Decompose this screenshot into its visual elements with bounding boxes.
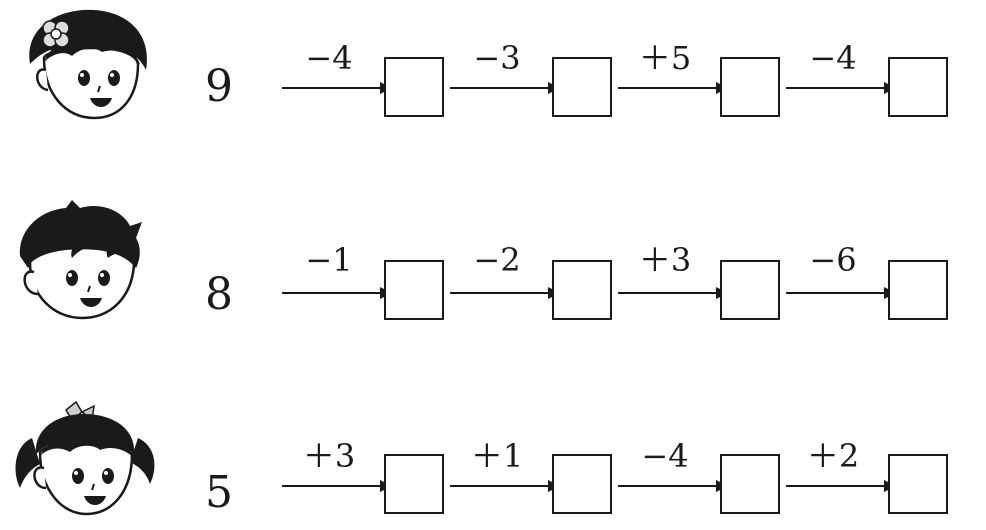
operation-label: −3 (473, 39, 521, 77)
chain-row-3: 5 ＋3 ＋1 −4 ＋2 (0, 396, 986, 526)
operation-label: ＋3 (638, 241, 692, 279)
answer-box[interactable] (720, 260, 780, 320)
operation-label: −1 (305, 241, 353, 279)
arrow-right-icon (282, 287, 392, 299)
operation-label: −4 (641, 437, 689, 475)
arrow-right-icon (618, 480, 728, 492)
arrow-right-icon (450, 82, 560, 94)
operation-label: −4 (305, 39, 353, 77)
operation-label: −2 (473, 241, 521, 279)
start-number: 8 (205, 269, 233, 320)
arrow-right-icon (786, 82, 896, 94)
chain-row-1: 9 −4 −3 ＋5 −4 (0, 0, 986, 130)
answer-box[interactable] (720, 454, 780, 514)
boy-avatar-icon (19, 200, 143, 320)
answer-box[interactable] (384, 57, 444, 117)
operation-label: −4 (809, 39, 857, 77)
chain-row-2: 8 −1 −2 ＋3 −6 (0, 196, 986, 326)
start-number: 5 (205, 467, 233, 518)
arrow-right-icon (282, 480, 392, 492)
answer-box[interactable] (720, 57, 780, 117)
arrow-right-icon (618, 82, 728, 94)
answer-box[interactable] (888, 57, 948, 117)
operation-label: ＋1 (470, 437, 524, 475)
answer-box[interactable] (888, 260, 948, 320)
arrow-right-icon (450, 287, 560, 299)
answer-box[interactable] (384, 260, 444, 320)
answer-box[interactable] (552, 454, 612, 514)
arrow-right-icon (450, 480, 560, 492)
operation-label: ＋5 (638, 39, 692, 77)
answer-box[interactable] (552, 57, 612, 117)
answer-box[interactable] (888, 454, 948, 514)
operation-label: −6 (809, 241, 857, 279)
arrow-right-icon (786, 287, 896, 299)
operation-label: ＋2 (806, 437, 860, 475)
operation-label: ＋3 (302, 437, 356, 475)
answer-box[interactable] (552, 260, 612, 320)
girl-flower-avatar-icon (29, 9, 147, 120)
girl-ponytail-avatar-icon (15, 400, 155, 516)
arrow-right-icon (282, 82, 392, 94)
answer-box[interactable] (384, 454, 444, 514)
arrow-right-icon (618, 287, 728, 299)
arrow-right-icon (786, 480, 896, 492)
start-number: 9 (205, 61, 233, 112)
